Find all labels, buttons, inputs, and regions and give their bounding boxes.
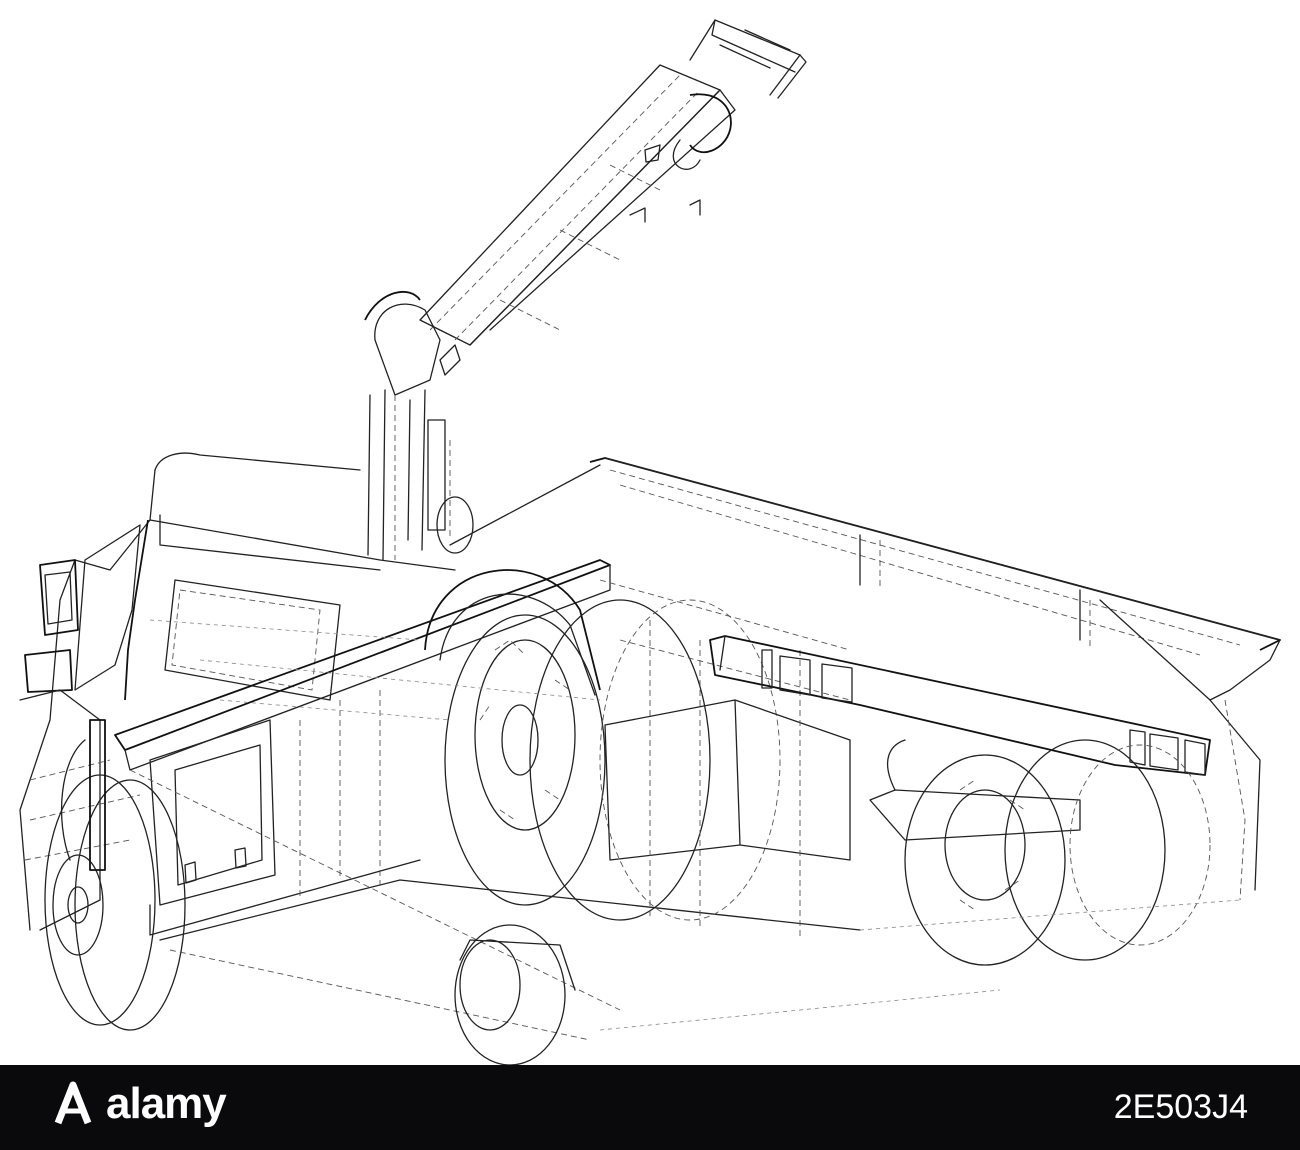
chassis-frame bbox=[114, 559, 861, 1041]
front-wheel bbox=[44, 719, 186, 1031]
watermark-logo: alamy bbox=[50, 1079, 227, 1129]
truck-wireframe-illustration bbox=[19, 19, 1281, 1065]
rear-bumper bbox=[709, 635, 1211, 776]
crane-boom bbox=[419, 19, 807, 346]
brand-name: alamy bbox=[106, 1079, 227, 1128]
hidden-lines bbox=[149, 619, 1241, 1031]
hidden-wheel bbox=[454, 924, 576, 1065]
alamy-logo-icon bbox=[54, 1081, 92, 1125]
image-id: 2E503J4 bbox=[1113, 1088, 1248, 1126]
mid-box bbox=[599, 579, 851, 940]
crane-column bbox=[364, 291, 474, 561]
wireframe-svg bbox=[19, 19, 1281, 1065]
middle-wheels bbox=[424, 569, 781, 921]
dump-bed bbox=[449, 457, 1281, 901]
rear-wheels bbox=[869, 739, 1211, 966]
watermark-bar: alamy 2E503J4 bbox=[0, 1065, 1300, 1150]
